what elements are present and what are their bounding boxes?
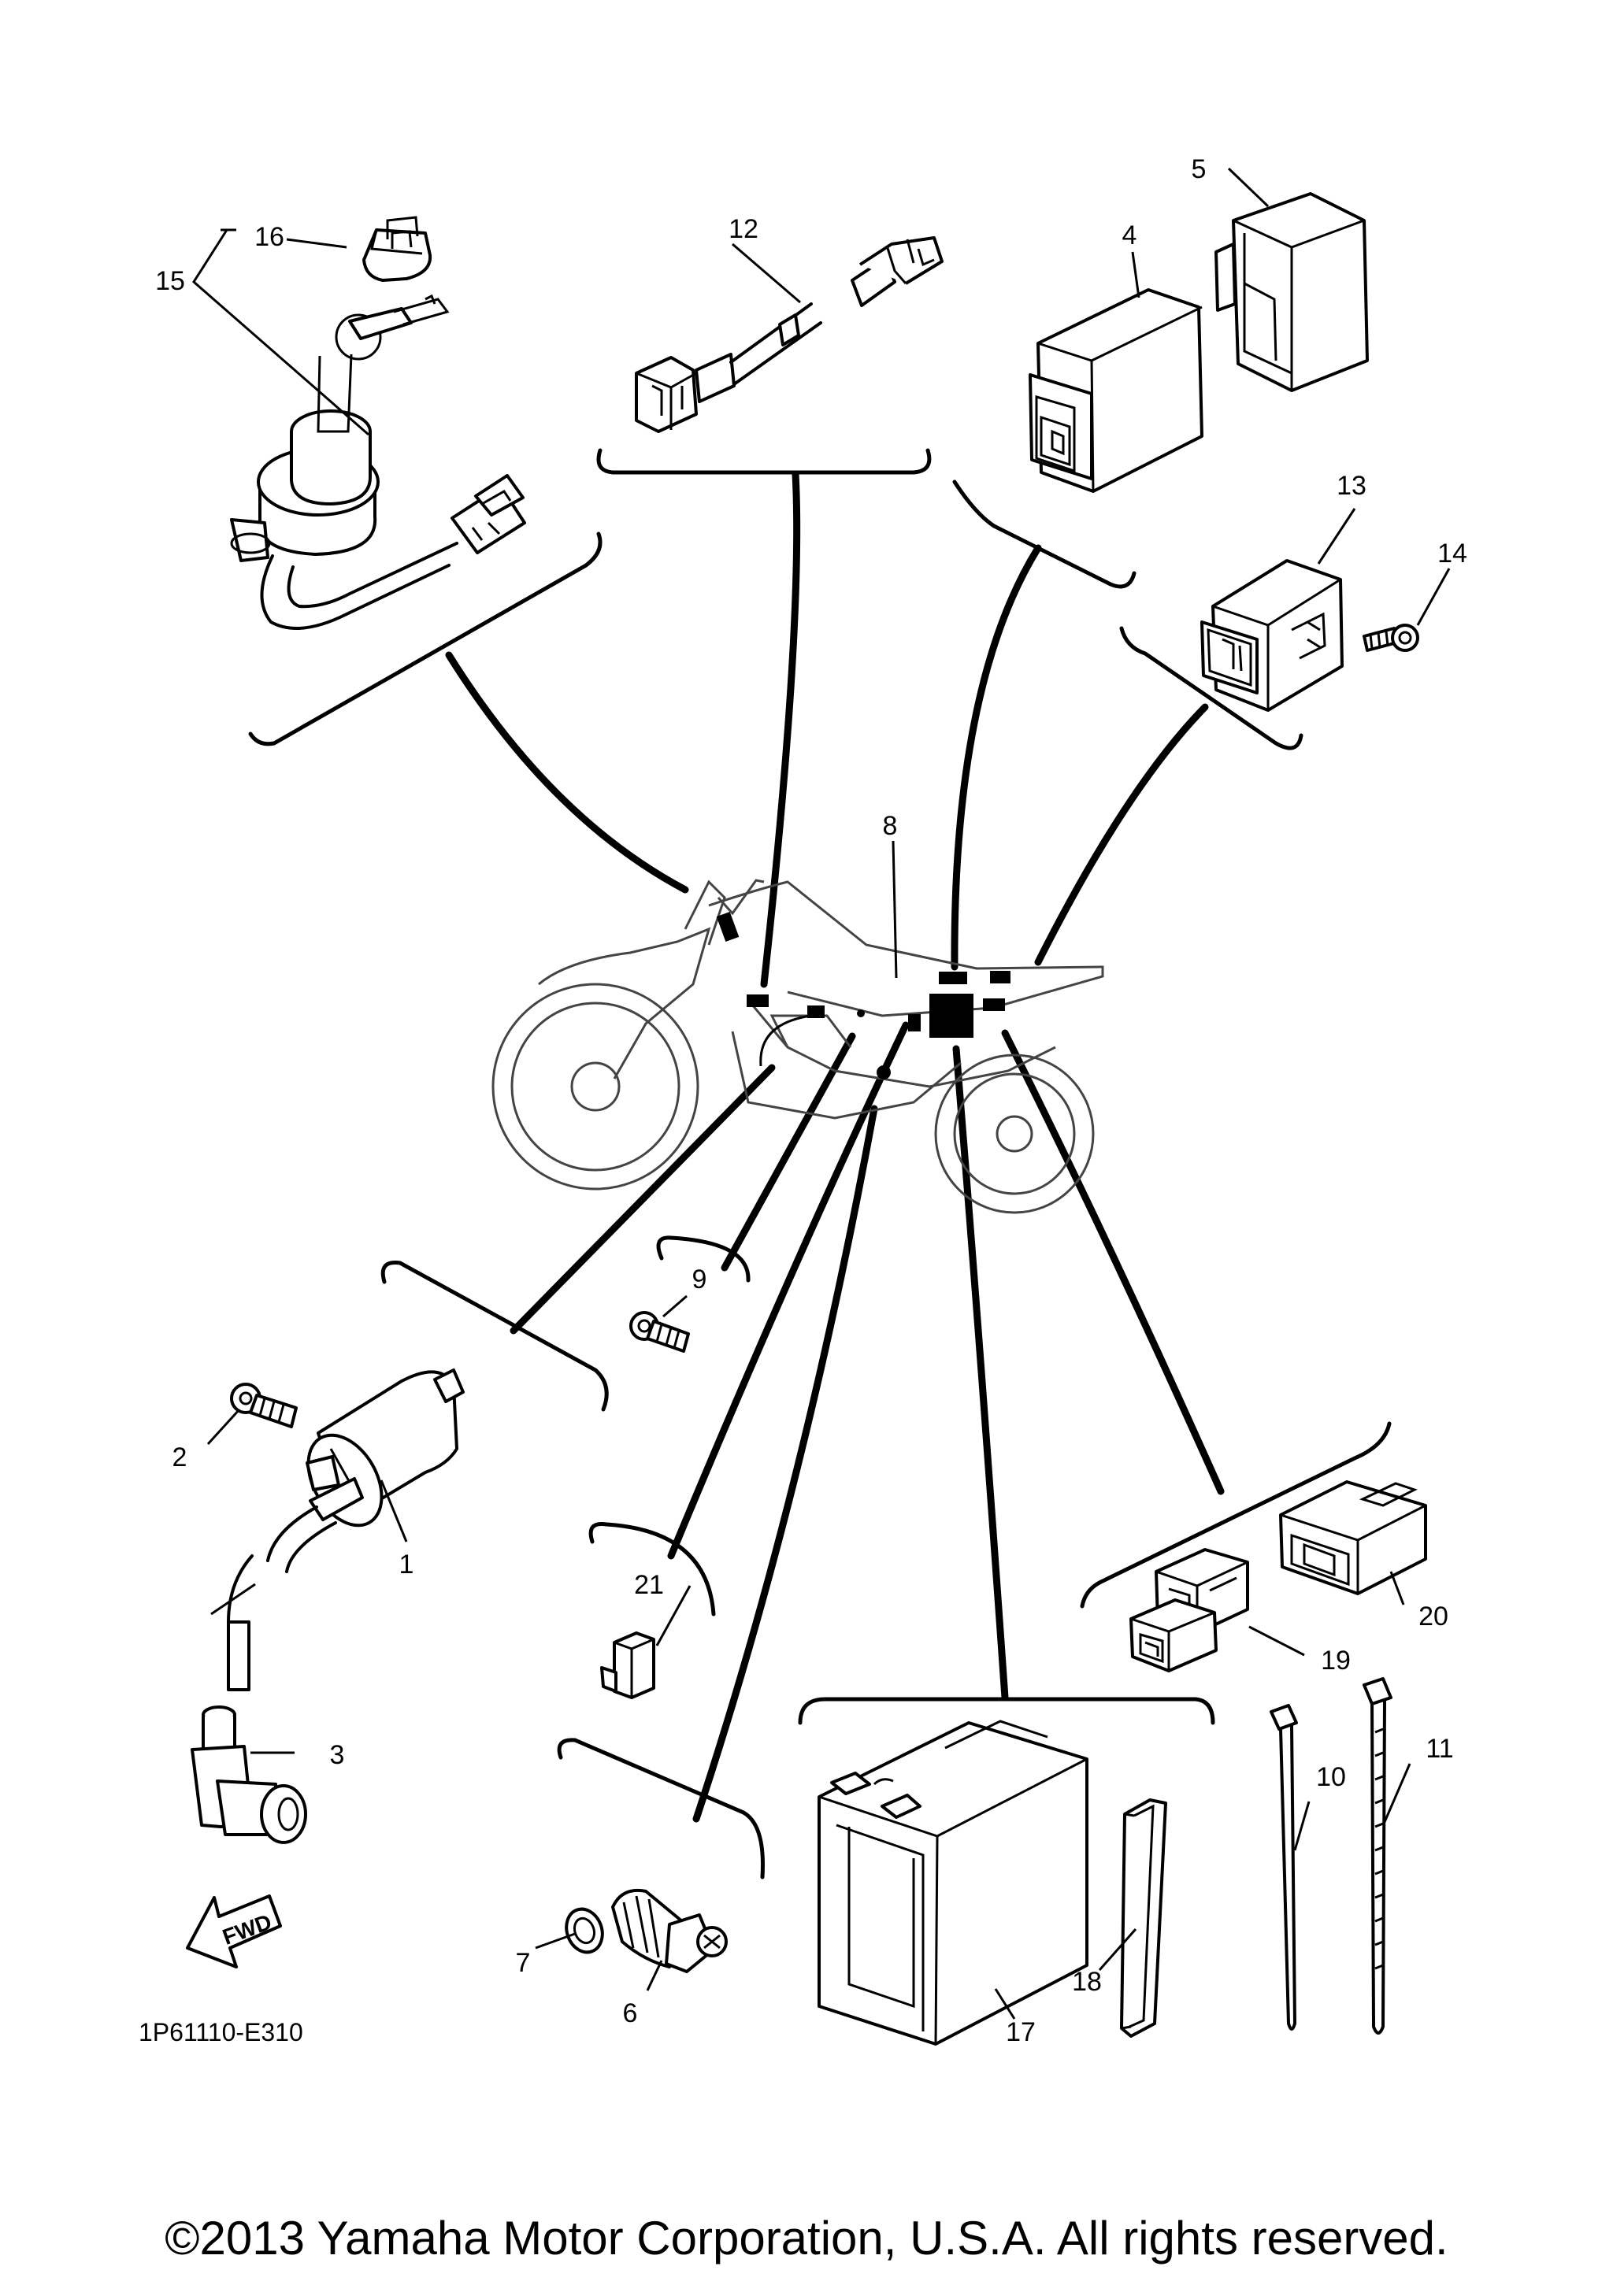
- diagram-code: 1P61110-E310: [139, 2018, 303, 2046]
- relay-13: [1200, 559, 1344, 712]
- gasket-7: [565, 1907, 604, 1954]
- callout-21: 21: [634, 1570, 664, 1600]
- callout-15: 15: [155, 266, 185, 296]
- lead-wire-12: [635, 236, 944, 433]
- bolt-2: [230, 1383, 298, 1428]
- cdi-unit-4: [1029, 288, 1203, 493]
- switch-6: [611, 1889, 728, 1973]
- battery-band-18: [1120, 1798, 1167, 2038]
- callout-19: 19: [1321, 1646, 1351, 1676]
- main-switch-assembly: [230, 216, 526, 630]
- callout-1: 1: [399, 1550, 414, 1579]
- motorcycle-component-markers: [716, 911, 1010, 1079]
- coupler-20: [1279, 1480, 1427, 1595]
- copyright-notice: ©2013 Yamaha Motor Corporation, U.S.A. A…: [165, 2212, 1448, 2265]
- callout-13: 13: [1337, 471, 1366, 501]
- callout-11: 11: [1426, 1734, 1453, 1764]
- callout-14: 14: [1437, 539, 1467, 568]
- callout-17: 17: [1006, 2017, 1036, 2047]
- coupler-19: [1129, 1548, 1249, 1672]
- callout-10: 10: [1316, 1762, 1346, 1792]
- fuse-21: [600, 1631, 655, 1699]
- callout-5: 5: [1192, 154, 1207, 184]
- bolt-9: [629, 1311, 690, 1353]
- leader-lines: [445, 470, 1225, 1823]
- callout-12: 12: [729, 214, 758, 244]
- callout-3: 3: [330, 1740, 345, 1770]
- ignition-coil-1: [210, 1368, 465, 1691]
- callout-8: 8: [883, 811, 898, 841]
- callout-16: 16: [254, 222, 284, 252]
- group-brackets: [248, 448, 1392, 1879]
- callout-9: 9: [692, 1265, 707, 1294]
- cable-tie-11: [1363, 1677, 1392, 2035]
- motorcycle-outline: [491, 879, 1104, 1214]
- plug-cap-3: [191, 1705, 307, 1844]
- callout-7: 7: [516, 1948, 531, 1978]
- battery-17: [818, 1720, 1088, 2046]
- callout-20: 20: [1418, 1602, 1448, 1631]
- callout-labels: 1 2 3 4 5 6 7 8 9 10 11 12 13 14 15 16 1…: [155, 154, 1467, 2047]
- callout-18: 18: [1072, 1967, 1102, 1997]
- callout-4: 4: [1122, 220, 1137, 250]
- callout-2: 2: [172, 1442, 187, 1472]
- fwd-arrow-icon: FWD: [186, 1894, 282, 1968]
- cover-5: [1214, 192, 1369, 392]
- bolt-14: [1363, 624, 1419, 652]
- callout-6: 6: [623, 1998, 638, 2028]
- cable-tie-10: [1270, 1704, 1298, 2031]
- callout-leaders: [192, 167, 1451, 2020]
